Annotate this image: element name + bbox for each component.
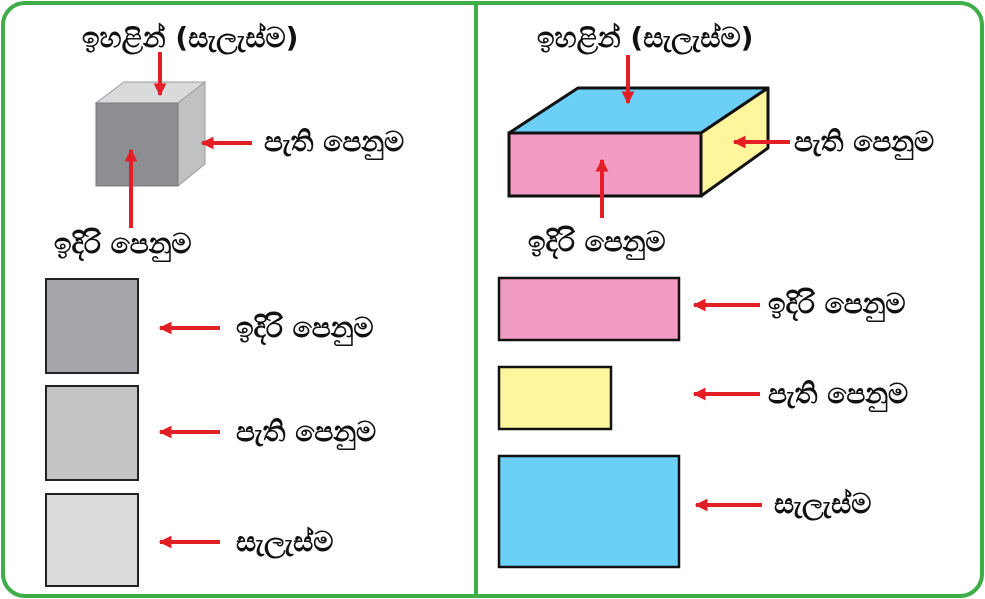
coloured-box [507,86,770,198]
grey-cube [94,80,207,188]
view-rect-front [497,276,681,342]
right-front-label: ඉදිරි පෙනුම [528,225,666,258]
view-square-plan [45,493,139,587]
left-front-label: ඉදිරි පෙනුම [54,227,192,260]
right-side-label: පැති පෙනුම [794,125,935,158]
view-square-side [45,385,139,481]
right-view-label-front: ඉදිරි පෙනුම [768,287,906,320]
left-view-label-front: ඉදිරි පෙනුම [236,311,374,344]
right-view-label-plan: සැලැස්ම [774,487,872,520]
right-top-label: ඉහළින් (සැලැස්ම) [537,21,754,54]
cube-front-face [95,102,179,187]
view-square-front [45,278,139,374]
view-rect-plan [497,454,681,569]
left-view-label-side: පැති පෙනුම [236,415,377,448]
right-view-label-side: පැති පෙනුම [768,377,909,410]
left-view-label-plan: සැලැස්ම [236,525,334,558]
left-top-label: ඉහළින් (සැලැස්ම) [82,21,299,54]
box-front-face [507,131,703,198]
left-side-label: පැති පෙනුම [264,125,405,158]
view-rect-side [497,365,613,431]
